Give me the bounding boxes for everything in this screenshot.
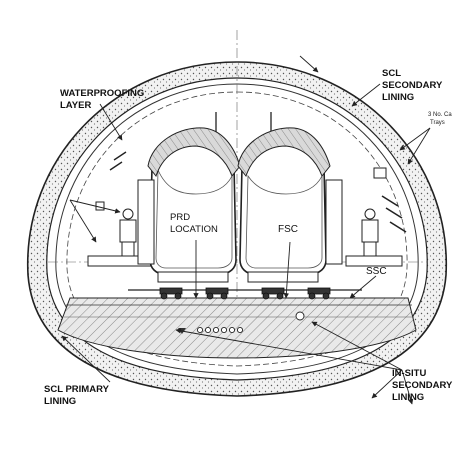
waterproofing-label-line1: WATERPROOFING [60, 88, 144, 99]
right-car-side-panel [325, 179, 343, 265]
svg-text:PRD LOCATION: PRD LOCATION [170, 212, 218, 235]
right-train-car [237, 127, 331, 283]
right-walkway-slab [345, 255, 403, 267]
cable-trays [381, 195, 407, 233]
scl-secondary-label-line1: SCL [382, 68, 401, 79]
scl-secondary-label-line3: LINING [382, 92, 414, 103]
fsc-label: FSC [278, 224, 298, 235]
insitu-label-line3: LINING [392, 392, 424, 403]
scl-secondary-label-line2: SECONDARY [382, 80, 443, 91]
insitu-label-line1: IN-SITU [392, 368, 426, 379]
svg-text:WATERPROOFING LAYER: WATERPROOFING LAYER [60, 88, 147, 111]
trays-label-line2: Trays [430, 120, 445, 126]
person-left [119, 208, 137, 257]
scl-primary-label-line1: SCL PRIMARY [44, 384, 110, 395]
svg-text:3 No. Ca Trays: 3 No. Ca Trays [428, 112, 453, 126]
left-car-side-panel [137, 179, 155, 265]
prd-location-label-line1: PRD [170, 212, 190, 223]
trays-label-line1: 3 No. Ca [428, 112, 452, 118]
svg-text:SCL PRIMARY LINING: SCL PRIMARY LINING [44, 384, 111, 407]
insitu-label-line2: SECONDARY [392, 380, 453, 391]
invert-drain-pipes [196, 311, 305, 334]
waterproofing-label-line2: LAYER [60, 100, 91, 111]
invert-slab [57, 297, 417, 359]
cable-brackets-left [109, 151, 127, 171]
equipment-box-right [373, 167, 387, 179]
left-train-car [147, 127, 241, 283]
equipment-box-left [95, 201, 105, 211]
person-right [361, 208, 379, 257]
prd-location-label-line2: LOCATION [170, 224, 218, 235]
svg-text:SCL SECONDARY LINING: SCL SECONDARY LINING [382, 68, 445, 103]
scl-primary-label-line2: LINING [44, 396, 76, 407]
bogies [159, 287, 331, 300]
svg-text:IN-SITU SECONDARY LINI: IN-SITU SECONDARY LINING [392, 368, 455, 403]
ssc-label: SSC [366, 266, 387, 277]
leader-lines [61, 55, 431, 405]
